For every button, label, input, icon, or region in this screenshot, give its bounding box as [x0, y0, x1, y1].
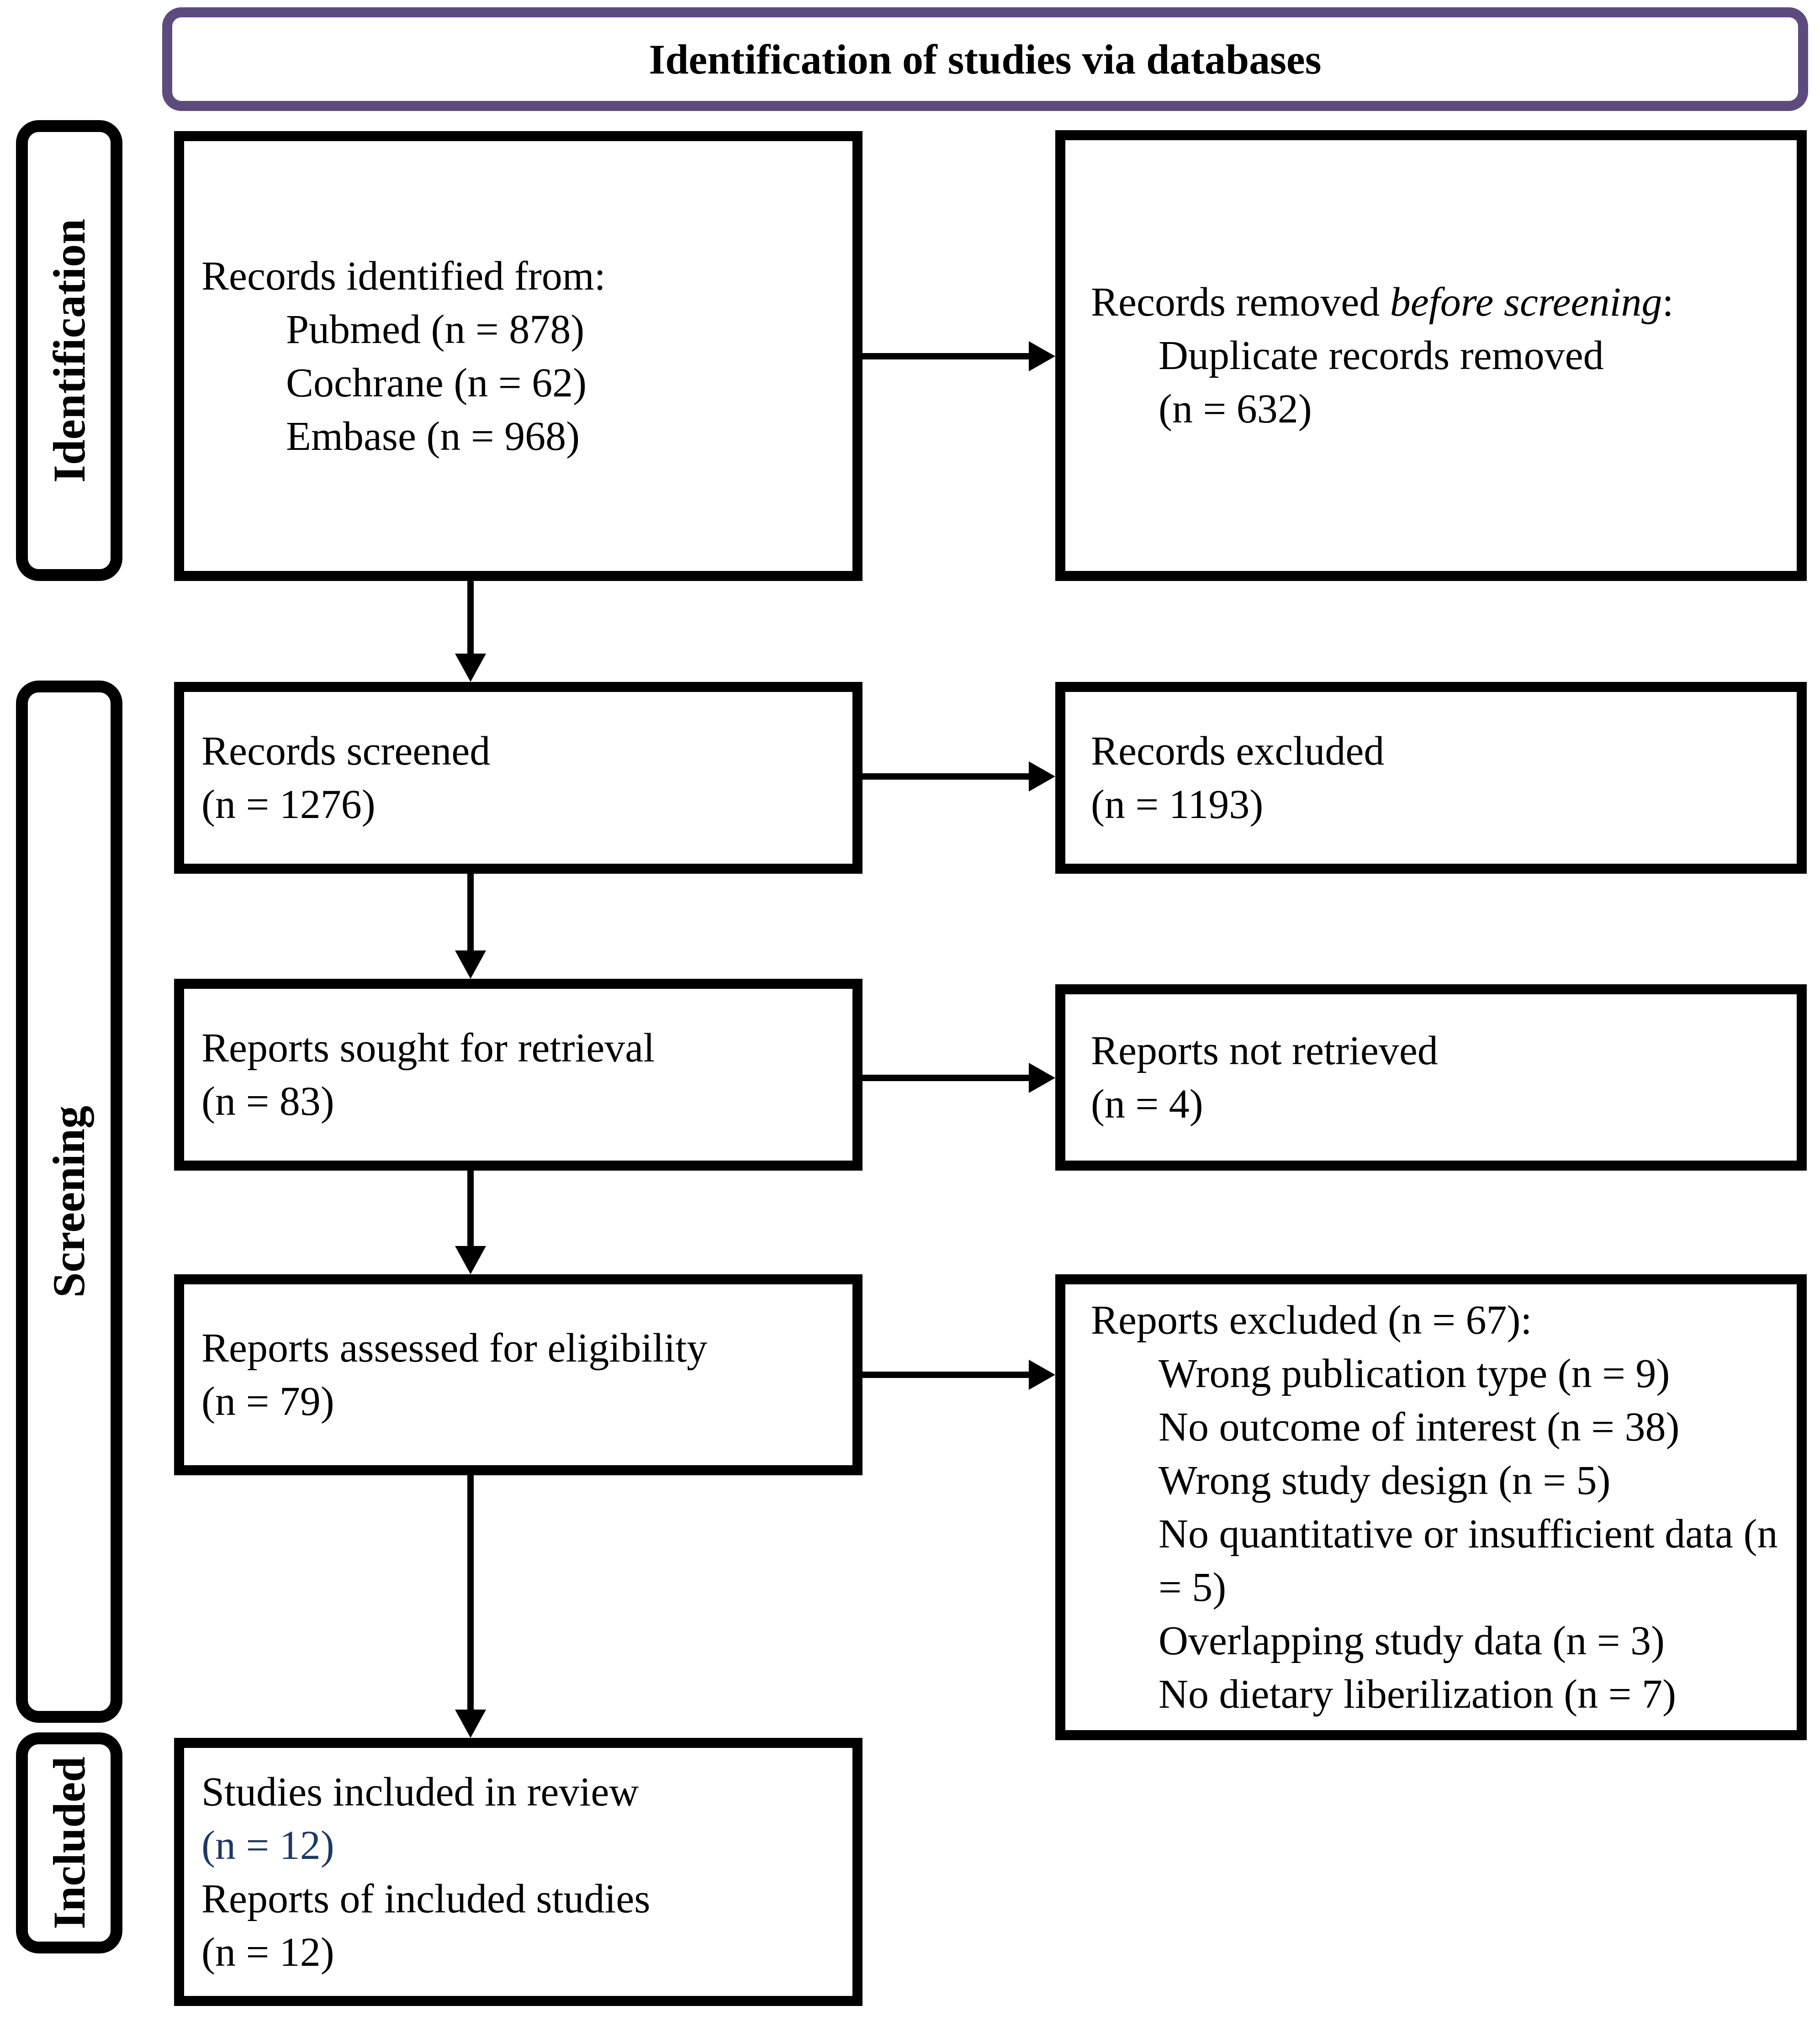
title-banner: Identification of studies via databases	[162, 7, 1808, 111]
arrow-head-down-icon	[455, 1710, 486, 1738]
arrow-screened-to-excluded	[862, 761, 1055, 792]
duplicates-removed-label: Duplicate records removed	[1159, 333, 1604, 378]
arrow-identified-to-removed	[862, 341, 1055, 371]
arrow-identified-to-screened	[455, 581, 486, 682]
arrow-line	[467, 1475, 474, 1710]
records-removed-heading: Records removed before screening:	[1091, 275, 1786, 329]
studies-included-box: Studies included in review (n = 12) Repo…	[174, 1738, 862, 2006]
arrow-screened-to-sought	[455, 874, 486, 979]
reports-not-retrieved-label: Reports not retrieved	[1091, 1028, 1438, 1073]
diagram-title: Identification of studies via databases	[649, 36, 1322, 83]
arrow-line	[467, 1171, 474, 1246]
records-screened-box: Records screened (n = 1276)	[174, 682, 862, 874]
studies-included-label: Studies included in review	[201, 1769, 639, 1815]
arrow-head-right-icon	[1029, 341, 1055, 371]
phase-box-identification: Identification	[16, 120, 122, 581]
reports-not-retrieved-box: Reports not retrieved (n = 4)	[1055, 984, 1807, 1171]
arrow-line	[862, 353, 1029, 359]
reports-assessed-count: (n = 79)	[201, 1379, 334, 1424]
records-removed-heading-prefix: Records removed	[1091, 280, 1390, 325]
arrow-sought-to-assessed	[455, 1171, 486, 1274]
phase-label-identification: Identification	[43, 218, 95, 483]
arrow-head-right-icon	[1029, 1063, 1055, 1093]
reports-excluded-heading: Reports excluded (n = 67):	[1091, 1298, 1532, 1343]
phase-label-screening: Screening	[43, 1105, 95, 1298]
arrow-head-down-icon	[455, 654, 486, 682]
phase-box-screening: Screening	[16, 681, 122, 1723]
exclusion-reason: No outcome of interest (n = 38)	[1159, 1404, 1680, 1450]
arrow-head-down-icon	[455, 950, 486, 979]
reports-excluded-box: Reports excluded (n = 67): Wrong publica…	[1055, 1274, 1807, 1740]
arrow-assessed-to-included	[455, 1475, 486, 1738]
reports-sought-count: (n = 83)	[201, 1079, 334, 1124]
records-identified-box: Records identified from: Pubmed (n = 878…	[174, 131, 862, 581]
source-embase: Embase (n = 968)	[286, 413, 580, 459]
arrow-head-down-icon	[455, 1246, 486, 1274]
arrow-assessed-to-excluded	[862, 1360, 1055, 1390]
exclusion-reason: Wrong study design (n = 5)	[1159, 1458, 1611, 1503]
reports-not-retrieved-count: (n = 4)	[1091, 1082, 1203, 1127]
arrow-line	[862, 1372, 1029, 1378]
reports-assessed-box: Reports assessed for eligibility (n = 79…	[174, 1274, 862, 1475]
arrow-head-right-icon	[1029, 1360, 1055, 1390]
arrow-line	[862, 773, 1029, 780]
records-removed-box: Records removed before screening: Duplic…	[1055, 130, 1807, 581]
phase-box-included: Included	[16, 1732, 122, 1953]
records-identified-heading: Records identified from:	[201, 253, 606, 299]
records-screened-count: (n = 1276)	[201, 782, 376, 827]
arrow-sought-to-not-retrieved	[862, 1063, 1055, 1093]
records-excluded-label: Records excluded	[1091, 728, 1385, 774]
arrow-line	[467, 581, 474, 654]
source-pubmed: Pubmed (n = 878)	[286, 306, 585, 352]
arrow-line	[467, 874, 474, 950]
reports-included-label: Reports of included studies	[201, 1876, 651, 1921]
exclusion-reason: Wrong publication type (n = 9)	[1159, 1351, 1670, 1396]
studies-included-count: (n = 12)	[201, 1822, 334, 1868]
exclusion-reason: No dietary liberilization (n = 7)	[1159, 1672, 1676, 1717]
arrow-head-right-icon	[1029, 761, 1055, 792]
records-removed-heading-italic: before screening	[1390, 280, 1662, 325]
phase-label-included: Included	[43, 1757, 95, 1929]
source-cochrane: Cochrane (n = 62)	[286, 360, 587, 406]
records-excluded-count: (n = 1193)	[1091, 782, 1264, 827]
records-removed-heading-suffix: :	[1662, 280, 1674, 325]
reports-assessed-label: Reports assessed for eligibility	[201, 1325, 708, 1371]
duplicates-removed-count: (n = 632)	[1159, 386, 1312, 432]
records-excluded-box: Records excluded (n = 1193)	[1055, 682, 1807, 874]
reports-included-count: (n = 12)	[201, 1929, 334, 1975]
reports-sought-box: Reports sought for retrieval (n = 83)	[174, 979, 862, 1171]
exclusion-reason: No quantitative or insufficient data (n …	[1159, 1511, 1778, 1610]
reports-sought-label: Reports sought for retrieval	[201, 1025, 655, 1071]
arrow-line	[862, 1075, 1029, 1081]
exclusion-reason: Overlapping study data (n = 3)	[1159, 1618, 1665, 1663]
records-screened-label: Records screened	[201, 728, 491, 774]
